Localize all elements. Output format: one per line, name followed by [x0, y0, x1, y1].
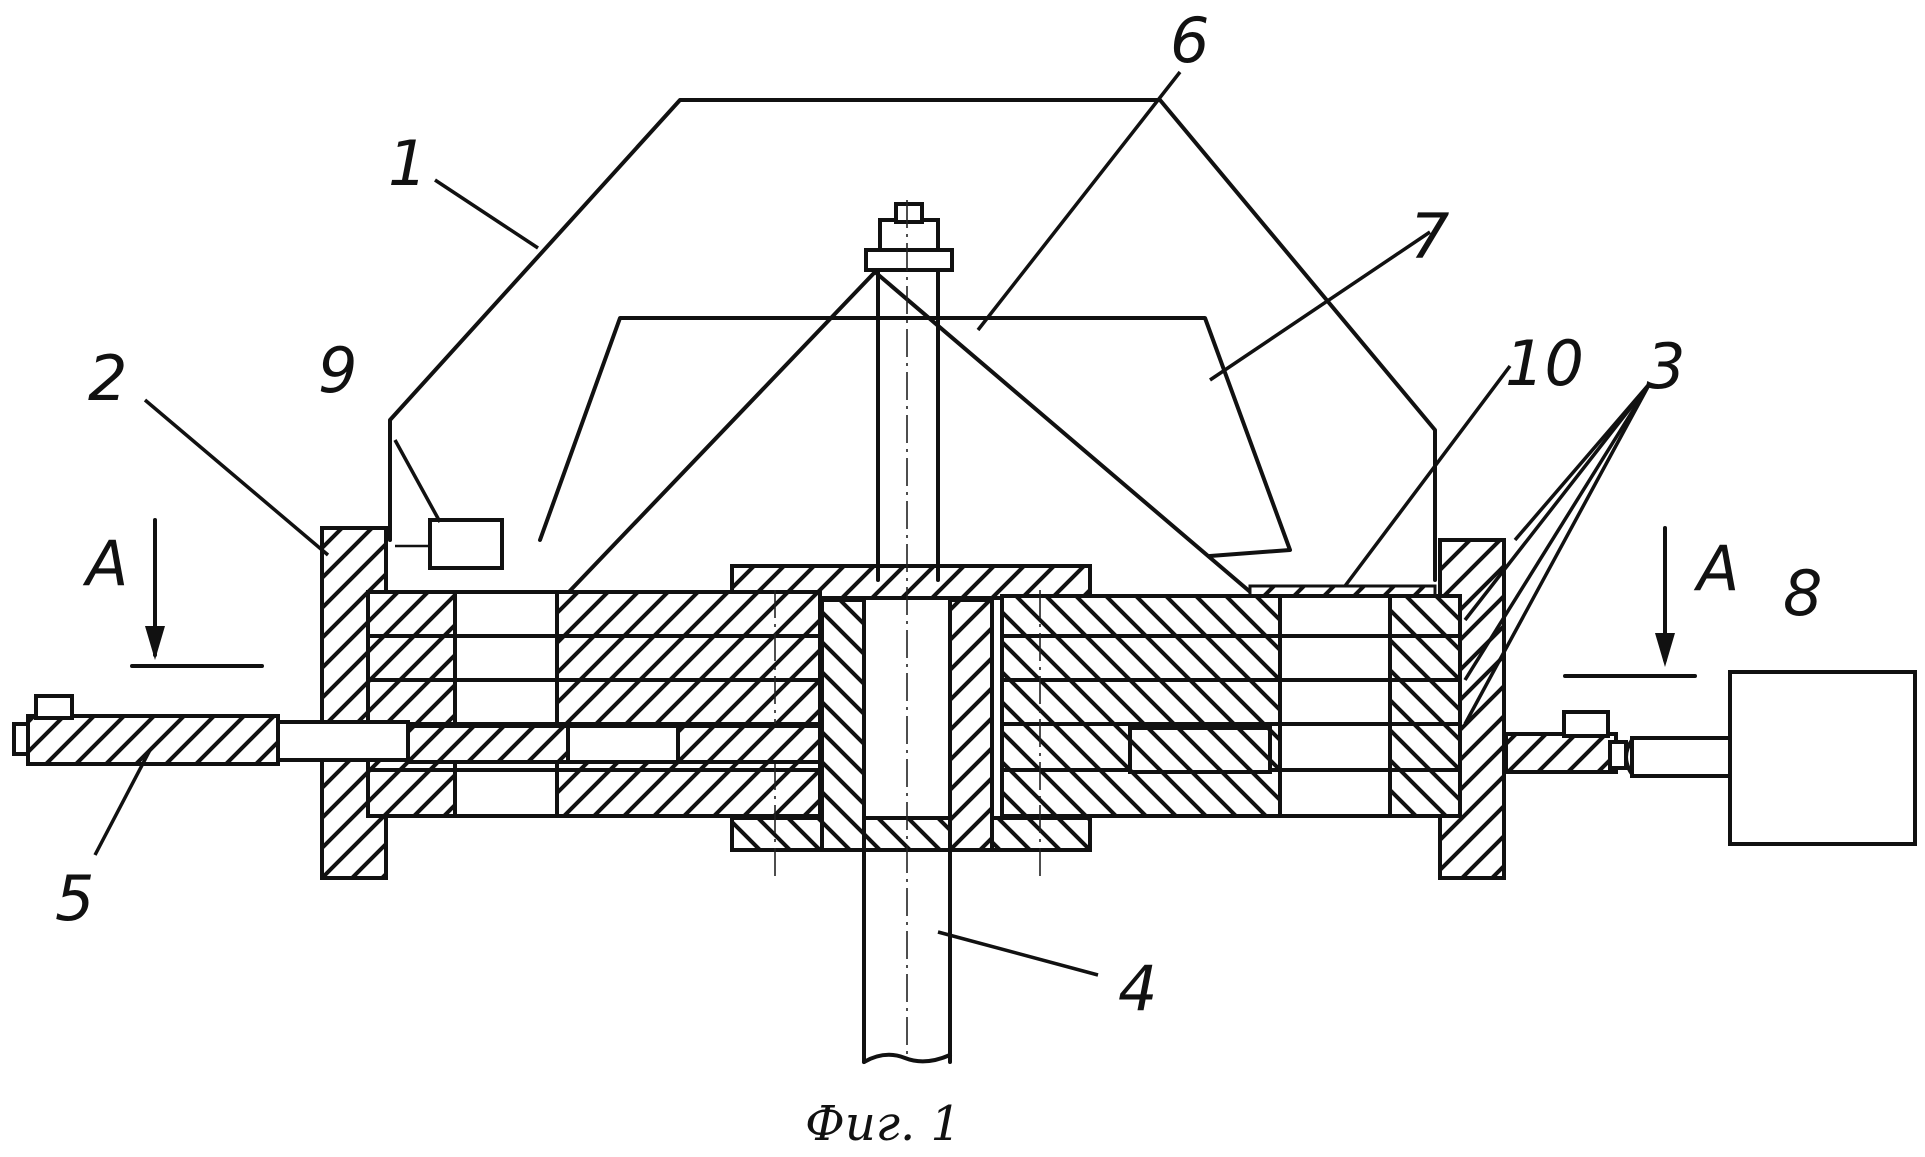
callout-3: 3: [1646, 330, 1685, 403]
drive-8: [1626, 672, 1915, 844]
callout-9: 9: [318, 334, 357, 407]
hub-flange-bottom: [732, 818, 1090, 850]
sensor-9: [430, 520, 502, 568]
spindle-nut: [866, 204, 952, 580]
hub-sleeve-right: [950, 600, 992, 850]
callout-2: 2: [88, 342, 127, 415]
section-mark-right: A: [1565, 528, 1739, 676]
callout-7: 7: [1410, 200, 1449, 273]
cover-1: [390, 100, 1435, 580]
disc-stack-left: [368, 592, 820, 816]
hub-sleeve-left: [822, 600, 864, 850]
cone-6: [565, 272, 1255, 596]
callout-10: 10: [1505, 327, 1584, 400]
callout-6: 6: [1170, 4, 1209, 77]
callout-8: 8: [1783, 557, 1822, 630]
section-label-left: A: [82, 527, 128, 600]
callout-5: 5: [55, 862, 94, 935]
figure-caption: Фиг. 1: [805, 1096, 961, 1152]
disc-stack-right: [1002, 596, 1460, 816]
section-mark-left: A: [82, 520, 262, 666]
cone-7: [540, 318, 1290, 556]
callout-4: 4: [1118, 952, 1157, 1025]
section-label-right: A: [1693, 532, 1739, 605]
callout-1: 1: [388, 127, 427, 200]
